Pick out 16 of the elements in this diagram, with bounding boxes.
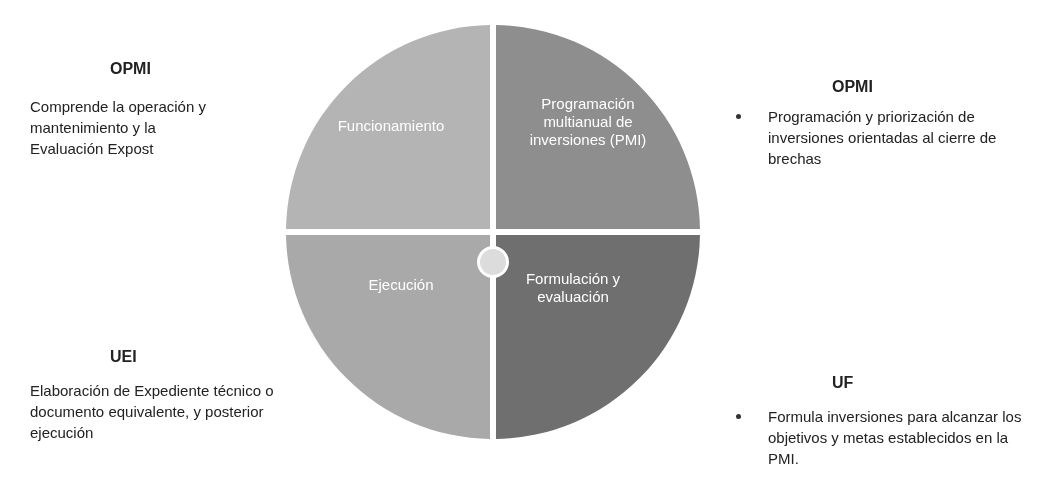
piece-label: Funcionamiento xyxy=(336,117,446,135)
piece-label: Formulación y evaluación xyxy=(524,270,622,306)
heading: UF xyxy=(832,373,855,393)
puzzle-piece xyxy=(493,232,700,439)
puzzle-piece xyxy=(286,25,493,232)
piece-label: Programación multianual de inversiones (PMI) xyxy=(528,95,648,149)
puzzle-piece xyxy=(286,232,493,439)
description-text: Programación y priorización de inversiones orientadas al cierre de brechas xyxy=(768,107,998,169)
puzzle-piece xyxy=(493,25,700,232)
heading: OPMI xyxy=(110,59,152,79)
description-text: Formula inversiones para alcanzar los objetivos y metas establecidos en la PMI. xyxy=(768,407,1023,469)
heading: UEI xyxy=(110,347,138,367)
piece-label: Ejecución xyxy=(367,276,435,294)
description-text: Elaboración de Expediente técnico o documento equivalente, y posterior ejecución xyxy=(30,381,275,443)
heading: OPMI xyxy=(832,77,874,97)
description-text: Comprende la operación y mantenimiento y la Evaluación Expost xyxy=(30,97,207,159)
